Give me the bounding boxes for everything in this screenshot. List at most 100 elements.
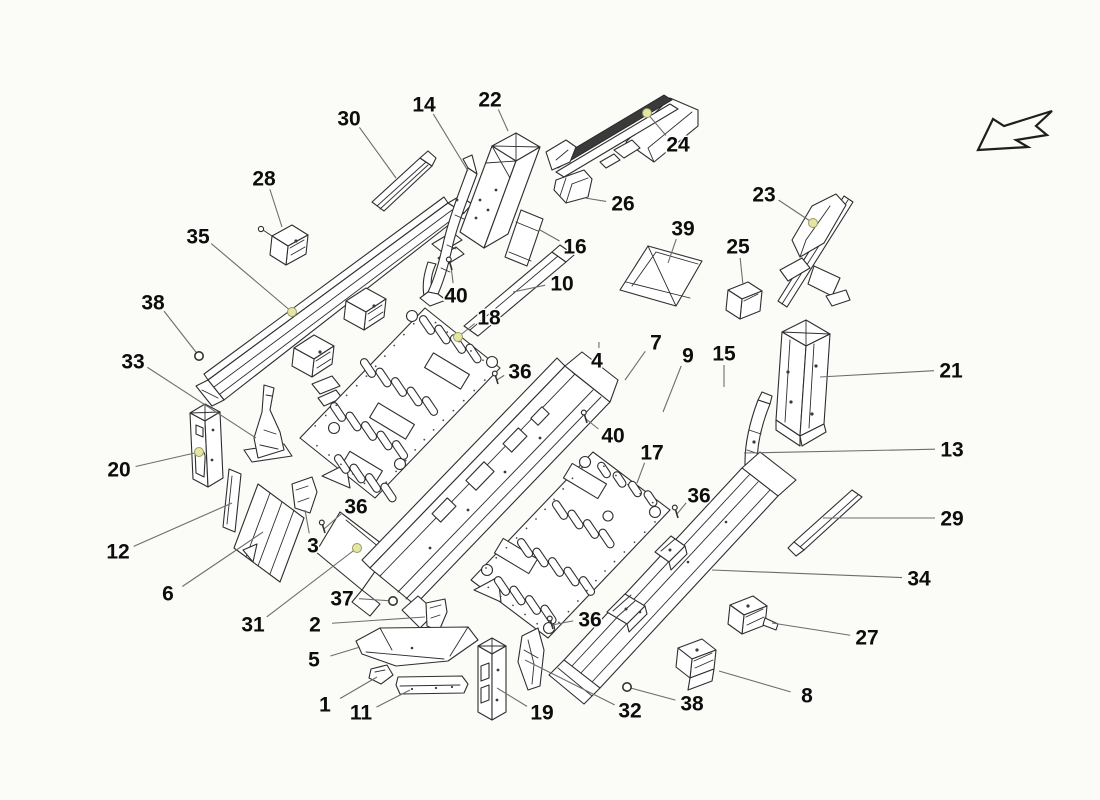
- panel-rivet: [434, 321, 437, 324]
- part-16-strip: [504, 209, 544, 267]
- callout-label-12: 12: [106, 541, 129, 564]
- panel-rivet: [505, 546, 508, 549]
- callout-label-9: 9: [682, 345, 694, 368]
- panel-rivet: [383, 355, 386, 357]
- callout-label-13: 13: [940, 439, 963, 462]
- callout-label-8: 8: [801, 685, 813, 708]
- panel-rivet: [351, 472, 354, 475]
- panel-rivet: [654, 521, 656, 523]
- panel-rivet: [576, 600, 579, 602]
- panel-rivet: [462, 399, 465, 402]
- leader-line-21: [819, 370, 935, 378]
- highlight-dot: [352, 543, 362, 553]
- highlight-dot: [642, 108, 652, 118]
- panel-rivet: [499, 595, 502, 598]
- panel-slot: [421, 396, 439, 416]
- callout-label-38: 38: [680, 693, 704, 716]
- part-29-strip: [787, 489, 863, 557]
- panel-slot: [380, 482, 397, 503]
- panel-slot: [406, 386, 423, 407]
- leader-line-34: [711, 569, 903, 579]
- part-5-tray: [355, 626, 479, 667]
- part-39-frame: [619, 245, 703, 307]
- panel-rivet: [495, 556, 498, 559]
- panel-rivet: [535, 518, 537, 520]
- callout-label-33: 33: [121, 351, 144, 374]
- panel-slot: [516, 538, 534, 558]
- leader-line-5: [330, 646, 361, 657]
- panel-rivet: [544, 508, 546, 511]
- panel-slot: [532, 547, 549, 568]
- panel-rivet: [483, 379, 486, 382]
- callout-label-37: 37: [330, 588, 353, 611]
- panel-slot: [376, 430, 393, 451]
- panel-rivet: [586, 589, 588, 592]
- part-26-wedge: [553, 169, 593, 204]
- leader-line-36: [551, 620, 574, 626]
- leader-line-7: [624, 350, 646, 381]
- panel-rivet: [553, 498, 555, 501]
- callout-label-25: 25: [726, 236, 750, 259]
- part-2-bracket: [425, 598, 448, 632]
- leader-line-40: [585, 418, 599, 430]
- leader-line-36: [676, 502, 687, 515]
- callout-label-38: 38: [141, 292, 165, 315]
- panel-rivet: [524, 613, 526, 616]
- leader-line-36: [496, 374, 505, 381]
- part-17-floor-panel: [470, 451, 671, 639]
- leader-line-27: [771, 622, 851, 636]
- part-23-crossmember: [777, 193, 854, 308]
- panel-rivet: [395, 470, 398, 473]
- leader-line-25: [739, 257, 744, 286]
- panel-slot: [349, 463, 366, 484]
- bolt-icon: [491, 370, 499, 385]
- callout-label-18: 18: [477, 307, 501, 330]
- panel-rivet: [515, 537, 518, 539]
- panel-rivet: [374, 365, 377, 368]
- callout-label-26: 26: [611, 193, 634, 216]
- panel-rivet: [639, 492, 642, 495]
- panel-slot: [598, 528, 615, 549]
- panel-slot: [333, 454, 351, 474]
- panel-slot: [643, 490, 658, 507]
- part-30-rail: [371, 150, 437, 212]
- leader-line-14: [432, 113, 469, 172]
- panel-rivet: [365, 375, 368, 378]
- panel-rivet: [473, 389, 476, 392]
- part-32-bracket: [517, 627, 545, 691]
- callout-label-16: 16: [563, 236, 586, 259]
- panel-rivet: [385, 481, 388, 484]
- panel-rivet: [567, 610, 570, 613]
- leader-line-8: [718, 670, 791, 693]
- panel-slot: [493, 576, 511, 596]
- part-31-center-sill: [315, 351, 619, 629]
- panel-rivet: [633, 541, 636, 544]
- bolt-icon: [318, 519, 326, 534]
- panel-slot: [345, 411, 362, 432]
- parts-layer: [189, 94, 863, 721]
- callout-label-4: 4: [591, 350, 603, 373]
- leader-line-38: [626, 686, 676, 701]
- panel-rivet: [404, 459, 407, 462]
- panel-rivet: [562, 488, 565, 490]
- panel-slot: [360, 421, 378, 441]
- panel-rivet: [595, 579, 597, 582]
- part-25-box: [725, 281, 763, 320]
- panel-slot: [597, 461, 611, 479]
- callout-label-39: 39: [671, 218, 694, 241]
- leader-line-32: [524, 659, 615, 706]
- panel-slot: [418, 315, 436, 335]
- leader-line-22: [497, 109, 509, 132]
- callout-label-27: 27: [855, 627, 878, 650]
- panel-slot: [551, 500, 569, 520]
- callout-label-32: 32: [618, 700, 641, 723]
- direction-arrow-icon: [976, 109, 1053, 152]
- panel-slot: [359, 358, 377, 378]
- leader-line-37: [358, 598, 394, 602]
- callout-label-2: 2: [309, 614, 321, 637]
- callout-label-7: 7: [650, 332, 662, 355]
- part-22-column: [459, 132, 541, 249]
- panel-rivet: [432, 428, 435, 431]
